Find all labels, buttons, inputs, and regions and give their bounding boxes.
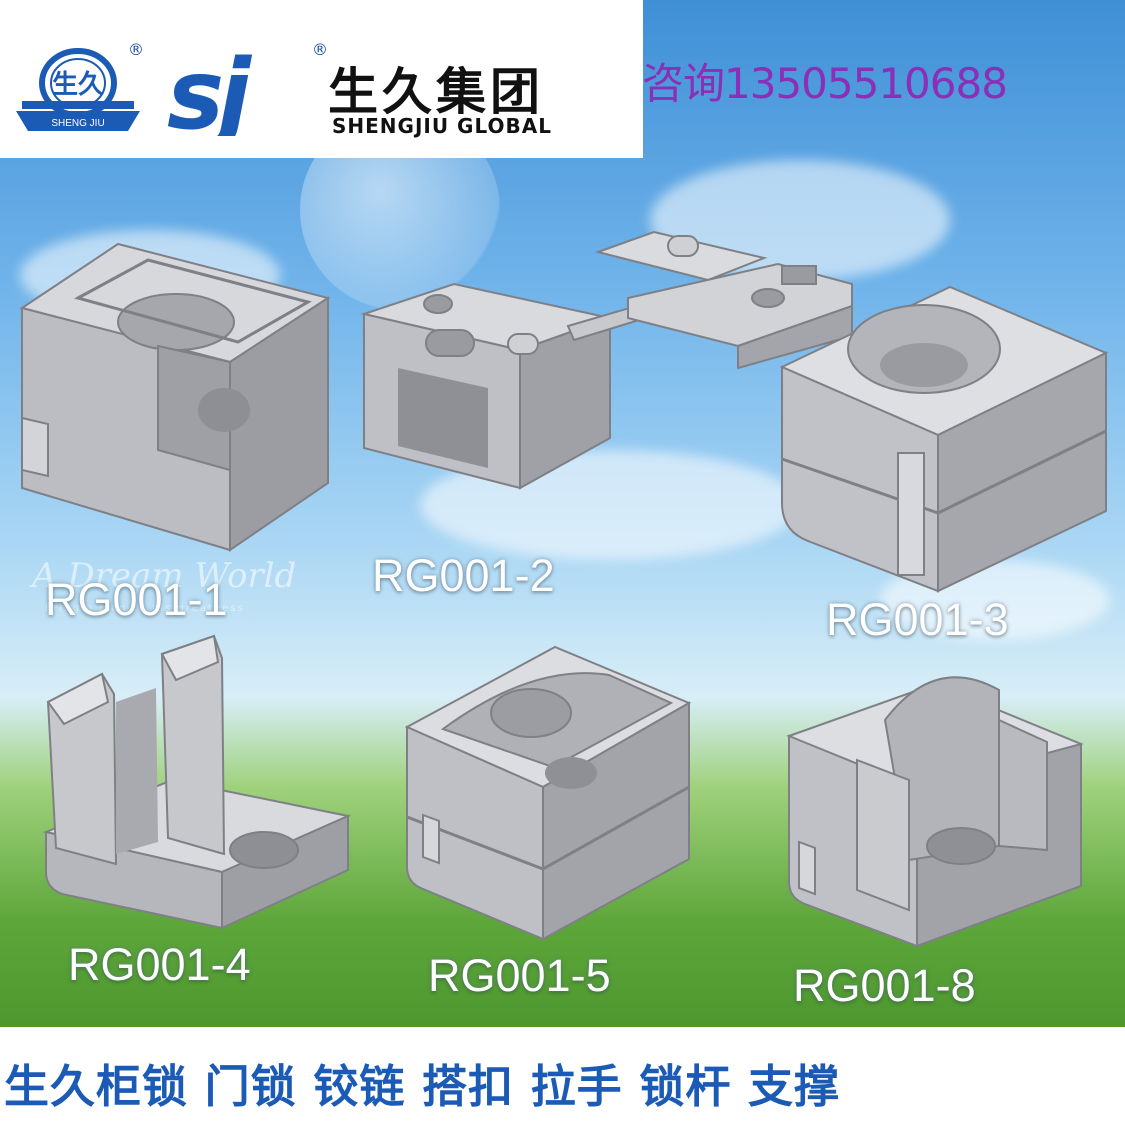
product-image-rg001-3 xyxy=(779,285,1109,593)
registered-mark: ® xyxy=(312,40,328,59)
sj-mark-text: sj xyxy=(167,44,252,136)
product-label: RG001-8 xyxy=(793,960,976,1011)
shengjiu-logo: 生久 SHENG JIU xyxy=(16,48,140,131)
product-image-rg001-8 xyxy=(786,676,1084,948)
product-image-rg001-2 xyxy=(360,230,853,490)
product-category-footer: 生久柜锁 门锁 铰链 搭扣 拉手 锁杆 支撑 xyxy=(0,1027,1125,1125)
watermark-subtitle: bring a man to his greatness xyxy=(45,603,245,614)
logo-text: 生久 xyxy=(52,70,104,100)
contact-phone: 咨询13505510688 xyxy=(642,59,1008,108)
product-image-rg001-1 xyxy=(19,242,330,552)
sj-logo: sj xyxy=(167,44,258,136)
product-label: RG001-1 xyxy=(45,574,228,625)
product-label: RG001-2 xyxy=(372,550,555,601)
registered-mark: ® xyxy=(128,40,144,59)
logo-sub: SHENG JIU xyxy=(51,118,104,129)
product-label: RG001-3 xyxy=(826,594,1009,645)
brand-name-en: SHENGJIU GLOBAL xyxy=(332,114,552,138)
product-image-rg001-5 xyxy=(404,645,692,941)
product-label: RG001-4 xyxy=(68,939,251,990)
product-image-rg001-4 xyxy=(42,634,352,930)
product-categories: 生久柜锁 门锁 铰链 搭扣 拉手 锁杆 支撑 xyxy=(4,1060,841,1113)
brand-header: 生久 SHENG JIU ® sj ® 生久集团 SHENGJIU GLOBAL xyxy=(0,0,643,158)
watermark-title: A Dream World xyxy=(32,556,297,596)
brand-name-cn: 生久集团 xyxy=(328,63,544,121)
product-label: RG001-5 xyxy=(428,950,611,1001)
